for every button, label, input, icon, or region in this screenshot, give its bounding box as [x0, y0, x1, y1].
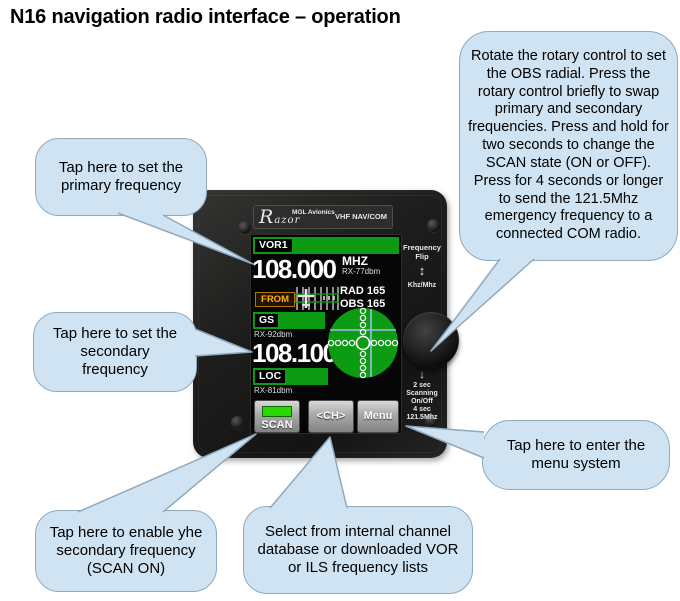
callout-primary-frequency: Tap here to set the primary frequency [35, 138, 207, 216]
radio-device: Razor MGL Avionics VHF NAV/COM VOR1 108.… [193, 190, 459, 458]
nav-source-bar[interactable]: VOR1 [253, 237, 399, 254]
menu-button[interactable]: Menu [357, 400, 399, 433]
loc-rx-level: RX-81dbm [254, 386, 293, 395]
from-flag: FROM [255, 292, 295, 307]
radial-obs-block: RAD 165 OBS 165 [340, 285, 385, 311]
frequency-flip-label: Frequency Flip [403, 243, 441, 261]
screw-icon [425, 414, 438, 427]
glideslope-bar: GS [253, 312, 325, 329]
glideslope-label: GS [255, 314, 279, 327]
scan-hold-label: 2 sec Scanning On/Off [406, 382, 438, 406]
airplane-icon [298, 289, 314, 308]
callout-text: Select from internal channel database or… [257, 522, 459, 577]
flip-arrows-icon: ↕ [418, 263, 426, 278]
brand-plate: Razor MGL Avionics VHF NAV/COM [253, 205, 393, 229]
cdi-scale-icon [295, 287, 339, 310]
primary-frequency-unit-block: MHZ RX-77dbm [342, 255, 380, 276]
khz-mhz-label: Khz/Mhz [407, 282, 437, 289]
cdi-rose [327, 307, 399, 379]
device-model: VHF NAV/COM [335, 212, 387, 221]
emergency-hold-label: 4 sec 121.5Mhz [406, 406, 438, 422]
scan-button[interactable]: SCAN [254, 400, 300, 433]
channel-button-label: <CH> [316, 410, 346, 422]
callout-text: Tap here to set the primary frequency [58, 158, 184, 194]
screw-icon [427, 219, 440, 232]
primary-frequency[interactable]: 108.000 [252, 254, 337, 284]
callout-text: Rotate the rotary control to set the OBS… [468, 47, 669, 243]
device-screen: VOR1 108.000 MHZ RX-77dbm FROM [250, 234, 402, 434]
screw-icon [231, 416, 244, 429]
callout-channel-button: Select from internal channel database or… [243, 506, 473, 594]
menu-button-label: Menu [363, 410, 393, 422]
callout-secondary-frequency: Tap here to set the secondary frequency [33, 312, 197, 392]
screw-icon [238, 221, 251, 234]
localizer-label: LOC [255, 370, 286, 383]
obs-value: OBS 165 [340, 298, 386, 310]
push-arrow-icon: ↓ [419, 369, 425, 381]
brand-logo: Razor [259, 206, 301, 228]
callout-text: Tap here to set the secondary frequency [52, 324, 178, 379]
primary-rx-level: RX-77dbm [342, 267, 381, 276]
radial-value: RAD 165 [340, 285, 386, 297]
callout-text: Tap here to enable yhe secondary frequen… [49, 523, 203, 578]
scan-button-label: SCAN [261, 419, 293, 431]
localizer-bar: LOC [253, 368, 328, 385]
secondary-frequency[interactable]: 108.100 [252, 338, 337, 368]
frequency-unit: MHZ [342, 254, 368, 268]
channel-button[interactable]: <CH> [308, 400, 354, 433]
brand-maker: MGL Avionics [292, 209, 335, 216]
callout-scan-button: Tap here to enable yhe secondary frequen… [35, 510, 217, 592]
callout-rotary-control: Rotate the rotary control to set the OBS… [459, 31, 678, 261]
scan-led [262, 406, 292, 417]
cdi-strip: FROM [251, 285, 401, 312]
callout-menu-button: Tap here to enter the menu system [482, 420, 670, 490]
button-row: SCAN <CH> Menu [251, 400, 401, 433]
gs-rx-level: RX-92dbm [254, 330, 293, 339]
rotary-knob[interactable] [403, 312, 459, 368]
nav-source-label: VOR1 [255, 239, 292, 252]
page-title: N16 navigation radio interface – operati… [10, 6, 401, 28]
callout-text: Tap here to enter the menu system [506, 436, 646, 472]
